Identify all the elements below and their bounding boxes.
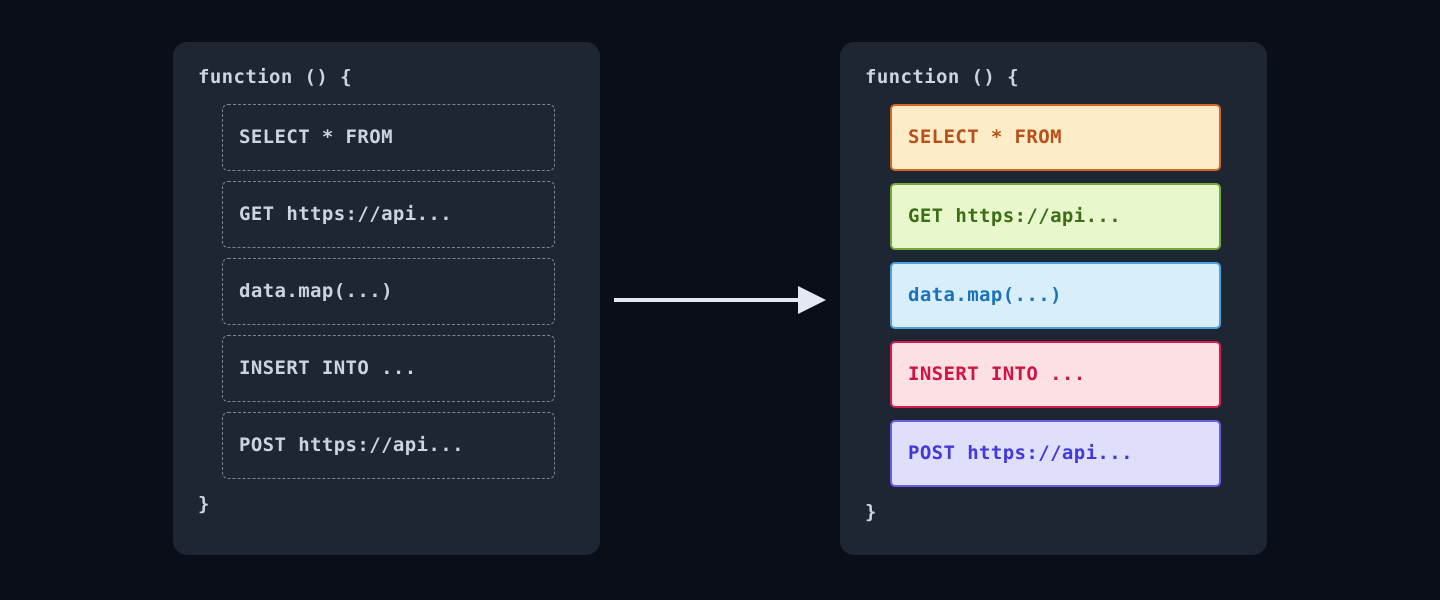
statement-text: data.map(...) — [908, 284, 1062, 306]
highlighted-statement-row[interactable]: POST https://api... — [890, 420, 1221, 487]
statement-text: data.map(...) — [239, 280, 393, 302]
statement-text: SELECT * FROM — [239, 126, 393, 148]
statement-text: GET https://api... — [239, 203, 453, 225]
statement-row: GET https://api... — [222, 181, 555, 248]
transform-arrow — [614, 283, 826, 317]
statement-row: SELECT * FROM — [222, 104, 555, 171]
statement-text: INSERT INTO ... — [239, 357, 417, 379]
statement-row: INSERT INTO ... — [222, 335, 555, 402]
statement-text: SELECT * FROM — [908, 126, 1062, 148]
statement-text: POST https://api... — [908, 442, 1133, 464]
after-panel-function-footer: } — [865, 501, 877, 523]
highlighted-statement-row[interactable]: GET https://api... — [890, 183, 1221, 250]
after-statement-list: SELECT * FROM GET https://api... data.ma… — [840, 104, 1267, 487]
arrow-right-icon — [614, 286, 826, 314]
highlighted-statement-row[interactable]: INSERT INTO ... — [890, 341, 1221, 408]
after-panel: function () { SELECT * FROM GET https://… — [840, 42, 1267, 555]
highlighted-statement-row[interactable]: SELECT * FROM — [890, 104, 1221, 171]
before-panel-function-header: function () { — [198, 66, 352, 88]
before-statement-list: SELECT * FROM GET https://api... data.ma… — [173, 104, 600, 479]
statement-text: INSERT INTO ... — [908, 363, 1086, 385]
before-panel: function () { SELECT * FROM GET https://… — [173, 42, 600, 555]
after-panel-function-header: function () { — [865, 66, 1019, 88]
highlighted-statement-row[interactable]: data.map(...) — [890, 262, 1221, 329]
statement-text: POST https://api... — [239, 434, 464, 456]
before-panel-function-footer: } — [198, 493, 210, 515]
statement-row: data.map(...) — [222, 258, 555, 325]
statement-text: GET https://api... — [908, 205, 1122, 227]
statement-row: POST https://api... — [222, 412, 555, 479]
